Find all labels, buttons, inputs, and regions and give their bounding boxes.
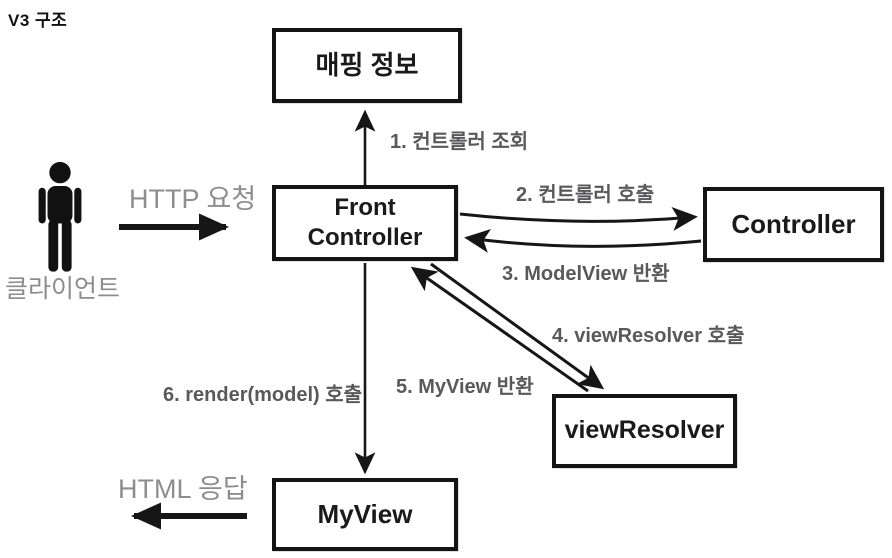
step-label-4: 4. viewResolver 호출 (552, 325, 745, 347)
step-label-2: 2. 컨트롤러 호출 (516, 184, 655, 206)
node-label: Controller (731, 209, 856, 240)
person-icon (38, 161, 82, 272)
step-label-6: 6. render(model) 호출 (163, 384, 363, 406)
myview-return-arrow (410, 266, 589, 393)
client-label: 클라이언트 (5, 275, 121, 303)
controller-call-arrow (459, 206, 698, 231)
node-label: Front (334, 194, 396, 221)
node-label: viewResolver (564, 416, 725, 445)
node-my-view: MyView (272, 478, 458, 551)
node-label: MyView (317, 499, 413, 530)
html-response-label: HTML 응답 (118, 474, 248, 504)
step-label-5: 5. MyView 반환 (396, 376, 534, 398)
step-label-1: 1. 컨트롤러 조회 (390, 131, 529, 153)
node-controller: Controller (703, 187, 884, 262)
step-label-3: 3. ModelView 반환 (502, 263, 670, 285)
node-front-controller: Front Controller (272, 185, 458, 261)
http-request-label: HTTP 요청 (129, 184, 257, 214)
diagram-title: V3 구조 (8, 11, 68, 30)
modelview-return-arrow (464, 229, 702, 253)
node-label: Controller (307, 224, 423, 251)
viewresolver-call-arrow (430, 262, 605, 390)
node-mapping-info: 매핑 정보 (272, 28, 462, 103)
node-label: 매핑 정보 (315, 50, 419, 81)
node-view-resolver: viewResolver (552, 394, 737, 468)
